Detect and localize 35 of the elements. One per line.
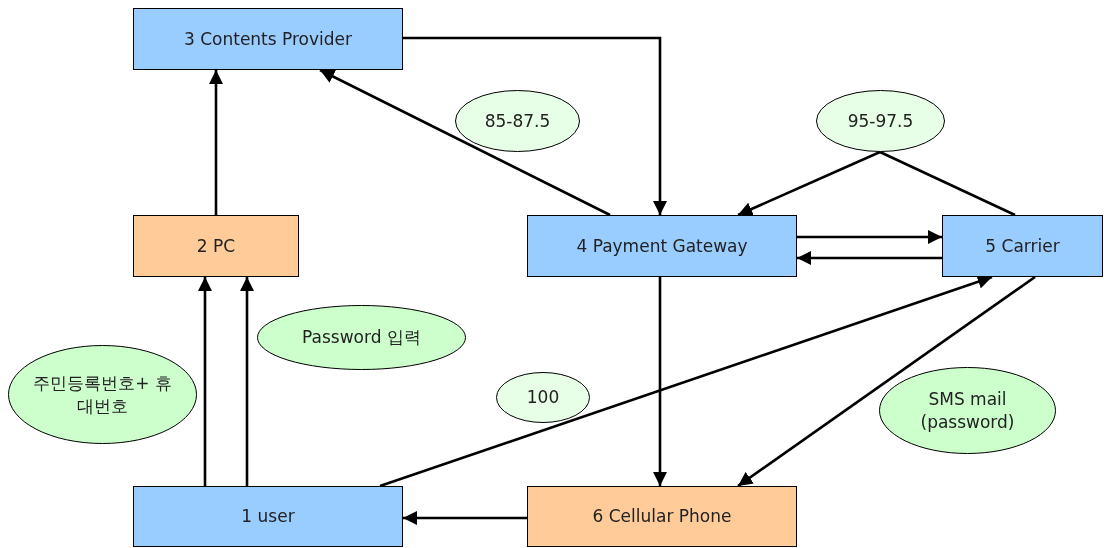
arrow (239, 277, 255, 486)
node-label: 5 Carrier (985, 234, 1060, 258)
node-label: 85-87.5 (484, 109, 551, 133)
note-ellipse (496, 372, 590, 423)
node-label: 2 PC (196, 234, 236, 258)
node-label: 6 Cellular Phone (592, 505, 732, 528)
process-box (527, 215, 797, 277)
process-box (527, 486, 797, 547)
process-box (942, 215, 1103, 277)
note-ellipse (257, 305, 466, 370)
arrow (403, 36, 668, 215)
arrow (797, 229, 942, 245)
node-label: 95-97.5 (847, 109, 914, 133)
note-ellipse (455, 90, 580, 152)
node-label: 4 Payment Gateway (576, 234, 748, 258)
arrow (652, 277, 668, 486)
node-label: 주민등록번호+ 휴대번호 (32, 372, 173, 417)
note-ellipse (816, 90, 945, 152)
arrow (737, 275, 1036, 488)
node-label: 100 (526, 386, 560, 409)
arrow (319, 68, 611, 217)
process-box (133, 215, 299, 277)
node-label: 3 Contents Provider (183, 27, 353, 51)
arrow (403, 510, 527, 526)
arrow (797, 250, 942, 266)
process-box (133, 486, 403, 547)
note-ellipse (8, 345, 197, 444)
note-ellipse (879, 367, 1056, 454)
node-label: Password 입력 (302, 326, 421, 349)
arrow (197, 277, 213, 486)
arrow (208, 70, 224, 215)
node-label: 1 user (241, 505, 295, 528)
arrow (737, 150, 881, 217)
node-label: SMS mail (password) (919, 388, 1016, 433)
process-box (133, 8, 403, 70)
